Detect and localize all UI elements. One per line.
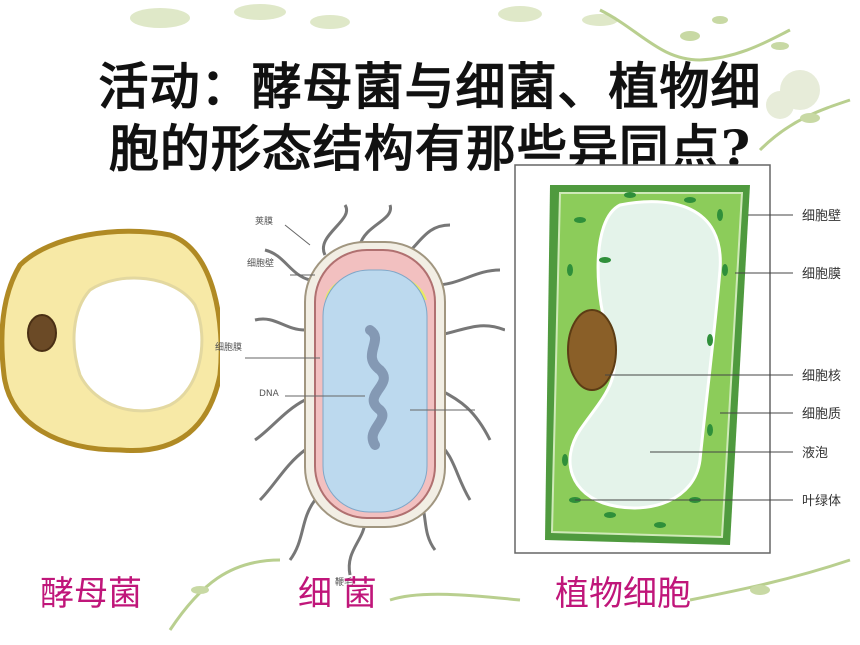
plant-cell-diagram: 细胞壁 细胞膜 细胞核 细胞质 液泡 叶绿体 xyxy=(514,164,841,554)
caption-bacteria: 细 菌 xyxy=(298,574,377,614)
plant-label-nucleus: 细胞核 xyxy=(802,369,841,384)
caption-plant-cell: 植物细胞 xyxy=(555,574,691,614)
bacteria-dna xyxy=(365,325,389,450)
bacteria-label-cell-wall: 细胞壁 xyxy=(247,257,274,269)
bacteria-label-flagellum: 鞭毛 xyxy=(335,576,353,588)
bacteria-label-cell-membrane: 细胞膜 xyxy=(215,341,242,353)
yeast-cell-diagram xyxy=(0,228,220,454)
bacteria-label-dna: DNA xyxy=(259,389,280,399)
page-title-line-1: 活动：酵母菌与细菌、植物细 xyxy=(98,57,762,116)
plant-label-chloroplast: 叶绿体 xyxy=(802,494,841,509)
yeast-vacuole xyxy=(72,276,204,413)
plant-nucleus xyxy=(567,309,617,391)
bacteria-diagram: 荚膜 细胞壁 细胞膜 DNA 鞭毛 xyxy=(215,204,505,588)
plant-label-vacuole: 液泡 xyxy=(802,446,828,461)
caption-yeast: 酵母菌 xyxy=(40,574,142,614)
plant-label-cytoplasm: 细胞质 xyxy=(802,407,841,422)
plant-label-cell-membrane: 细胞膜 xyxy=(802,267,841,282)
yeast-nucleus xyxy=(27,314,57,352)
plant-chloroplasts xyxy=(562,192,728,528)
bacteria-label-capsule: 荚膜 xyxy=(255,215,273,227)
plant-label-cell-wall: 细胞壁 xyxy=(802,209,841,224)
